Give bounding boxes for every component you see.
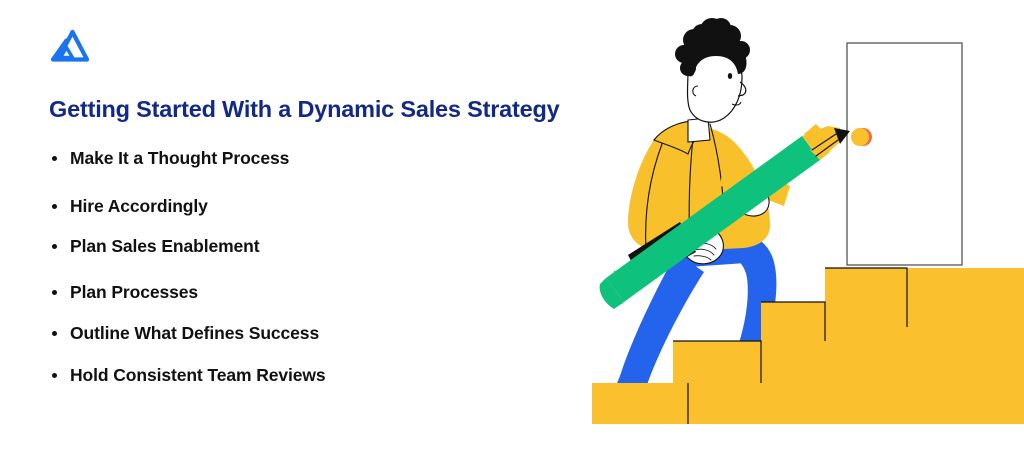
key-points-list: Make It a Thought Process Hire According… bbox=[49, 148, 589, 385]
list-item-label: Make It a Thought Process bbox=[70, 148, 290, 168]
list-item-label: Plan Processes bbox=[70, 282, 198, 303]
list-item-label: Hold Consistent Team Reviews bbox=[70, 364, 326, 385]
person-climbing-stairs-with-pencil-illustration bbox=[584, 0, 1024, 475]
bullet-dot-icon bbox=[52, 244, 57, 250]
bullet-dot-icon bbox=[52, 156, 57, 161]
list-item: Hold Consistent Team Reviews bbox=[49, 365, 589, 385]
staircase bbox=[592, 267, 1024, 424]
list-item-label: Hire Accordingly bbox=[70, 196, 208, 217]
mountain-logo-icon[interactable] bbox=[46, 26, 94, 66]
list-item: Plan Sales Enablement bbox=[49, 236, 589, 256]
bullet-dot-icon bbox=[52, 204, 57, 210]
list-item-label: Plan Sales Enablement bbox=[70, 236, 260, 257]
bullet-dot-icon bbox=[52, 372, 57, 378]
list-item: Hire Accordingly bbox=[49, 196, 589, 216]
text-content-column: Getting Started With a Dynamic Sales Str… bbox=[46, 26, 589, 385]
list-item: Plan Processes bbox=[49, 282, 589, 302]
list-item: Make It a Thought Process bbox=[49, 148, 589, 168]
page-title: Getting Started With a Dynamic Sales Str… bbox=[49, 96, 560, 122]
giant-pencil bbox=[599, 124, 872, 309]
list-item-label: Outline What Defines Success bbox=[70, 322, 320, 343]
bullet-dot-icon bbox=[52, 290, 57, 296]
bullet-dot-icon bbox=[52, 330, 57, 336]
whiteboard-outline bbox=[846, 42, 963, 266]
list-item: Outline What Defines Success bbox=[49, 323, 589, 343]
